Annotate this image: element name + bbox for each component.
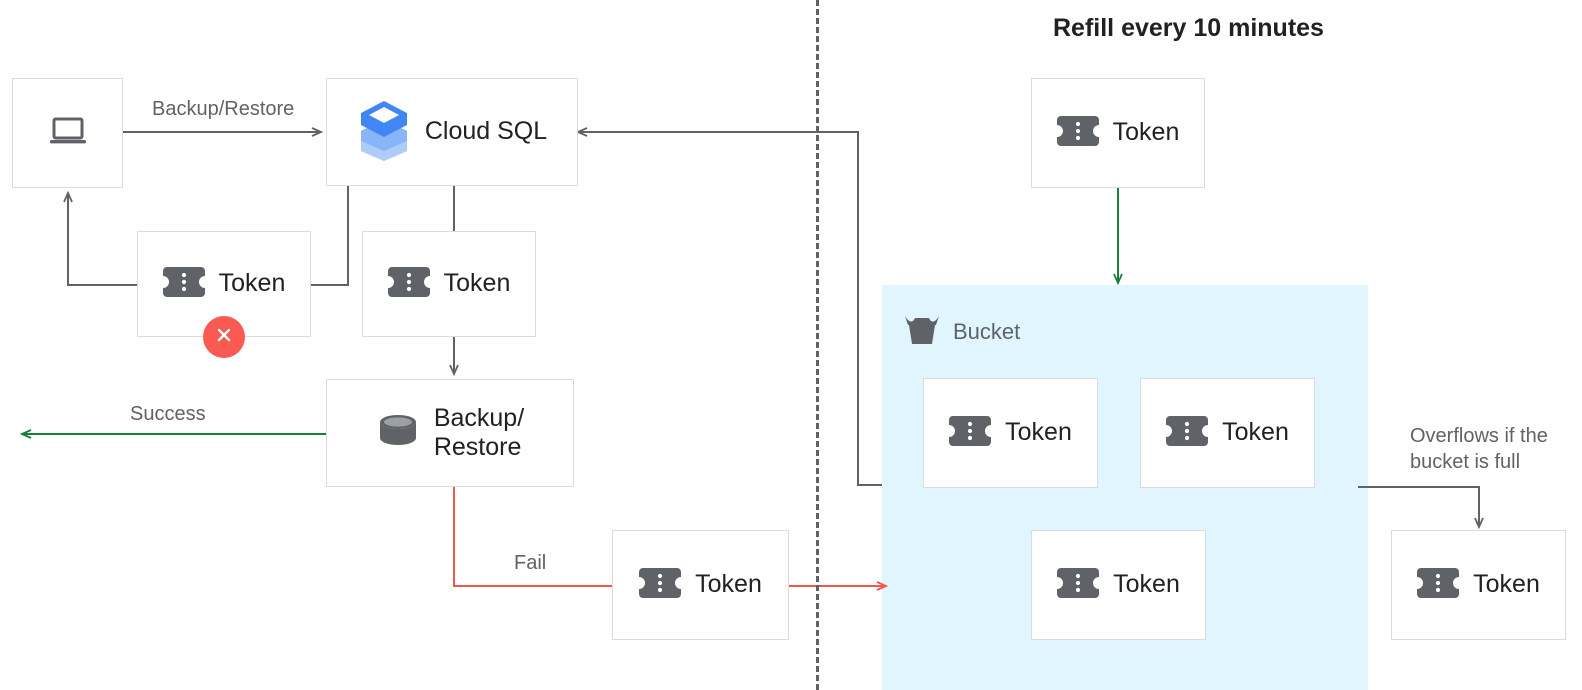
bucket-label: Bucket bbox=[953, 318, 1021, 344]
node-backup-restore[interactable]: Backup/ Restore bbox=[326, 379, 574, 487]
edge-tokenclient-to-client bbox=[68, 193, 137, 286]
token-icon bbox=[1166, 414, 1209, 453]
node-token-fail[interactable]: Token bbox=[612, 530, 789, 640]
laptop-icon bbox=[48, 116, 88, 151]
bucket-icon bbox=[903, 312, 941, 351]
node-token-refill[interactable]: Token bbox=[1031, 78, 1205, 188]
database-icon bbox=[376, 412, 420, 455]
token-icon bbox=[639, 566, 682, 605]
node-token-bucket-2[interactable]: Token bbox=[1140, 378, 1315, 488]
bucket-header: Bucket bbox=[903, 312, 1020, 351]
page-title: Refill every 10 minutes bbox=[1053, 14, 1324, 42]
token-icon bbox=[1056, 114, 1099, 153]
edge-cloudsql-to-tokenclient bbox=[311, 186, 349, 286]
token-icon bbox=[162, 265, 205, 304]
node-label: Token bbox=[695, 570, 762, 599]
token-icon bbox=[1057, 566, 1100, 605]
node-client[interactable] bbox=[12, 78, 123, 188]
node-token-overflow[interactable]: Token bbox=[1391, 530, 1566, 640]
node-token-cloudsql[interactable]: Token bbox=[362, 231, 536, 337]
close-icon bbox=[214, 325, 234, 350]
node-label: Token bbox=[1113, 570, 1180, 599]
node-label: Cloud SQL bbox=[424, 117, 548, 146]
node-label: Token bbox=[1222, 418, 1289, 447]
node-token-bucket-1[interactable]: Token bbox=[923, 378, 1098, 488]
edge-label-backup-restore: Backup/Restore bbox=[152, 98, 295, 120]
node-label: Token bbox=[1005, 418, 1072, 447]
node-label: Token bbox=[443, 269, 511, 298]
node-label: Token bbox=[218, 269, 286, 298]
edge-label-success: Success bbox=[130, 403, 206, 425]
token-icon bbox=[949, 414, 992, 453]
edge-bucket-overflow bbox=[1358, 486, 1479, 527]
token-icon bbox=[1417, 566, 1460, 605]
node-label: Token bbox=[1473, 570, 1540, 599]
node-token-bucket-3[interactable]: Token bbox=[1031, 530, 1206, 640]
node-label: Backup/ Restore bbox=[433, 403, 525, 462]
node-cloud-sql[interactable]: Cloud SQL bbox=[326, 78, 578, 186]
edge-label-fail: Fail bbox=[514, 552, 547, 574]
token-icon bbox=[387, 265, 430, 304]
edge-bucket-to-cloudsql bbox=[578, 132, 882, 486]
node-label: Token bbox=[1112, 118, 1180, 147]
edge-label-overflow: Overflows if the bucket is full bbox=[1410, 425, 1548, 473]
status-badge-error bbox=[203, 316, 245, 358]
cloud-sql-icon bbox=[357, 99, 411, 166]
dashed-divider bbox=[816, 0, 819, 690]
